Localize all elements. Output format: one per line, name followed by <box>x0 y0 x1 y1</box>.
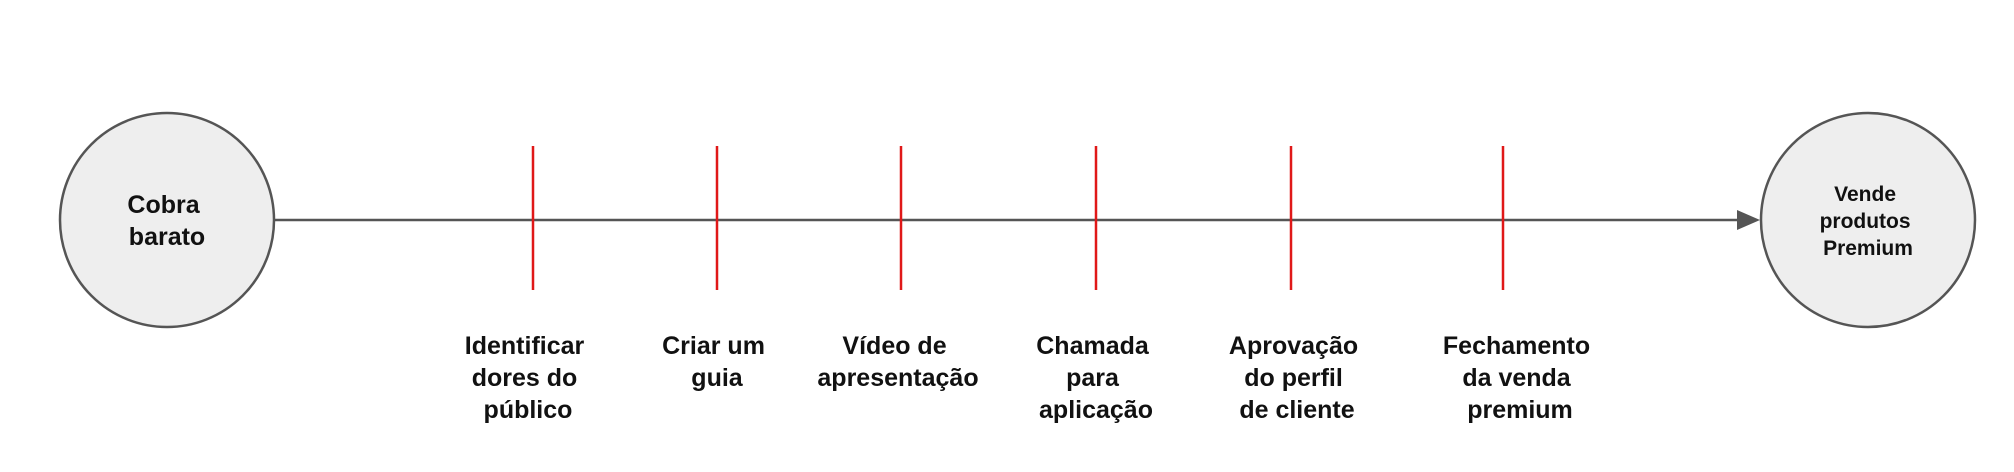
end-node-line: Vende <box>1834 183 1896 206</box>
step-3: Vídeo de apresentação <box>817 146 979 392</box>
end-node-circle <box>1759 111 1977 329</box>
step-label-line: público <box>484 396 573 424</box>
arrow-head-icon <box>1737 210 1760 230</box>
step-label-line: Fechamento <box>1443 332 1590 360</box>
step-label: Criar um guia <box>662 332 772 392</box>
start-node-line: barato <box>129 223 205 251</box>
end-node: Vende produtos Premium <box>1759 111 1977 329</box>
end-node-line: Premium <box>1823 237 1913 260</box>
step-label-line: Criar um <box>662 332 765 360</box>
step-label-line: de cliente <box>1239 396 1354 424</box>
step-label-line: Vídeo de <box>842 332 946 360</box>
end-node-line: produtos <box>1820 210 1911 233</box>
step-label: Identificar dores do público <box>465 332 591 424</box>
start-node-line: Cobra <box>127 191 200 219</box>
step-label-line: guia <box>691 364 743 392</box>
step-label-line: dores do <box>472 364 578 392</box>
step-6: Fechamento da venda premium <box>1443 146 1597 424</box>
step-4: Chamada para aplicação <box>1036 146 1156 424</box>
step-label-line: Chamada <box>1036 332 1150 360</box>
step-label: Vídeo de apresentação <box>817 332 978 392</box>
step-5: Aprovação do perfil de cliente <box>1229 146 1365 424</box>
step-label-line: premium <box>1467 396 1573 424</box>
step-label: Aprovação do perfil de cliente <box>1229 332 1365 424</box>
step-label-line: da venda <box>1462 364 1571 392</box>
end-node-label: Vende produtos Premium <box>1820 183 1917 260</box>
step-label-line: Identificar <box>465 332 585 360</box>
start-node-circle <box>58 111 276 329</box>
step-label-line: para <box>1066 364 1120 392</box>
step-label: Fechamento da venda premium <box>1443 332 1597 424</box>
start-node: Cobra barato <box>58 111 276 329</box>
step-label: Chamada para aplicação <box>1036 332 1156 424</box>
step-2: Criar um guia <box>662 146 772 392</box>
step-label-line: do perfil <box>1244 364 1343 392</box>
step-label-line: aplicação <box>1039 396 1153 424</box>
step-1: Identificar dores do público <box>465 146 591 424</box>
start-node-label: Cobra barato <box>127 191 206 251</box>
step-label-line: apresentação <box>817 364 978 392</box>
step-label-line: Aprovação <box>1229 332 1358 360</box>
